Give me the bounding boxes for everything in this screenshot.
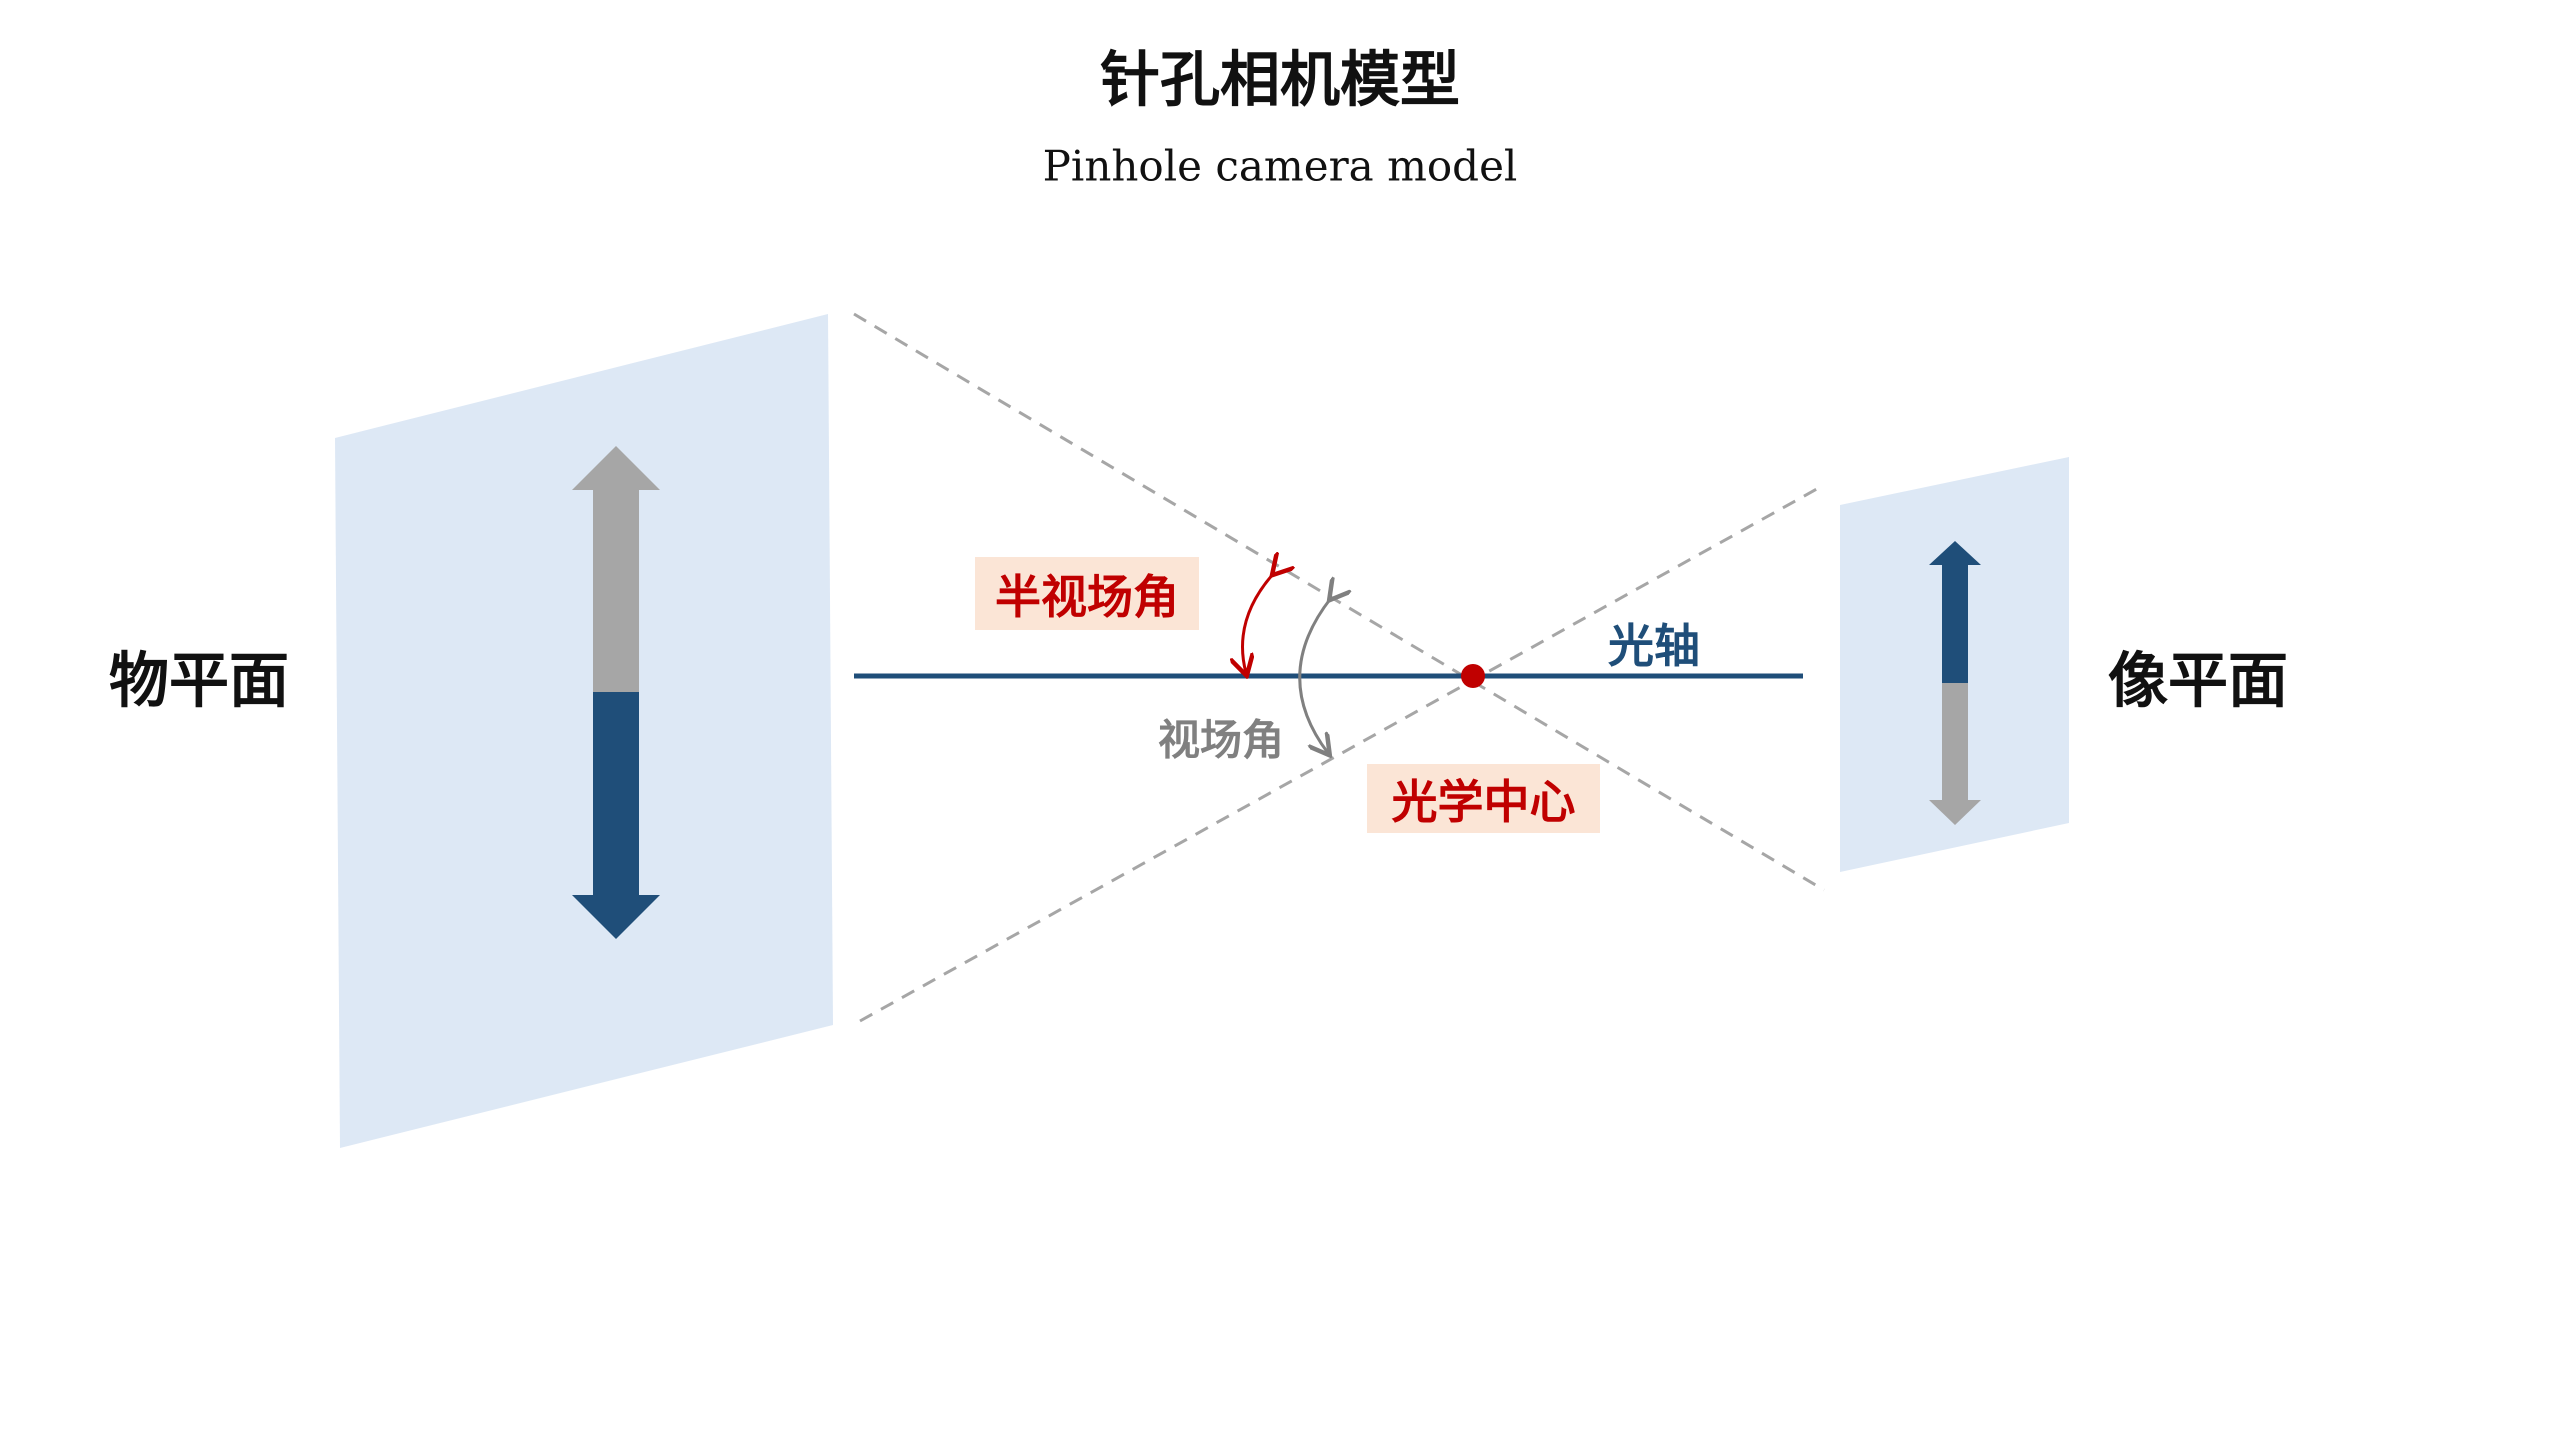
page-title: 针孔相机模型: [1100, 45, 1460, 116]
optical-center-dot: [1461, 664, 1485, 688]
optical-axis-label: 光轴: [1608, 619, 1700, 673]
object-arrow: [572, 446, 660, 939]
fov-label: 视场角: [1157, 715, 1285, 765]
object-plane-label: 物平面: [109, 646, 289, 717]
half-fov-label: 半视场角: [975, 557, 1199, 630]
image-plane-label: 像平面: [2108, 646, 2288, 717]
half-fov-arc: [1243, 573, 1275, 673]
page-subtitle: Pinhole camera model: [1042, 141, 1518, 191]
optical-center-label: 光学中心: [1367, 764, 1600, 833]
image-arrow: [1929, 541, 1981, 825]
object-plane: [335, 314, 833, 1148]
fov-arc: [1298, 598, 1331, 753]
ray-bottom-dashed: [859, 483, 1825, 1023]
